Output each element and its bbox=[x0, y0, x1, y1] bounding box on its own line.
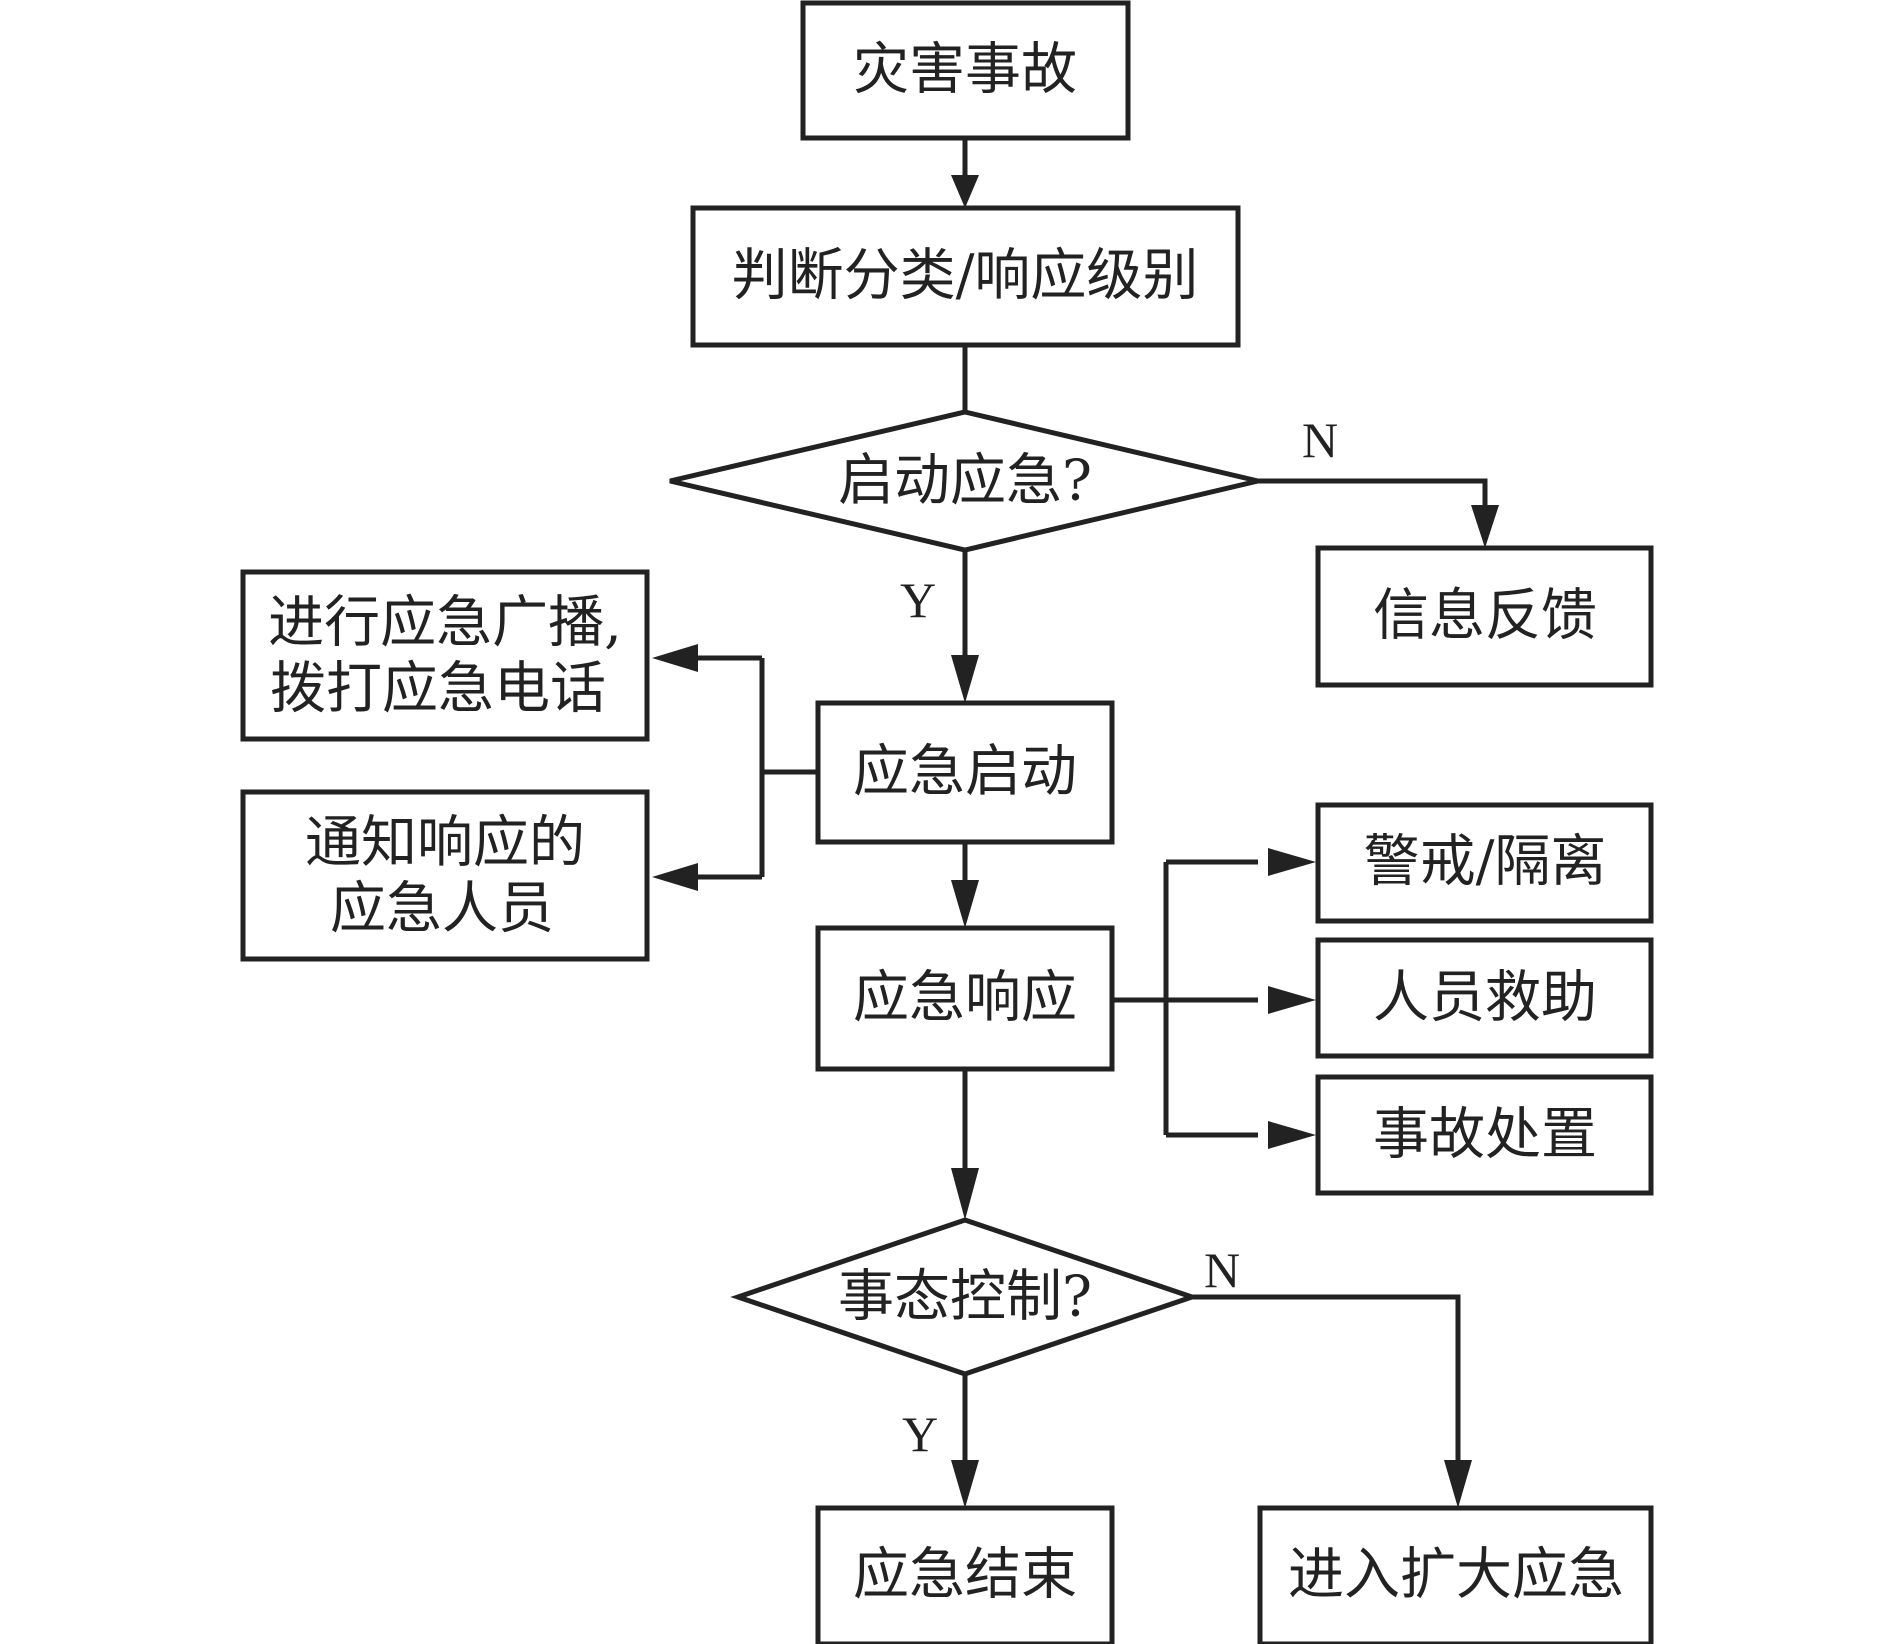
node-label: 警戒/隔离 bbox=[1364, 830, 1607, 895]
arrowhead-right bbox=[1268, 1121, 1316, 1149]
node-label-line1: 进行应急广播, bbox=[268, 591, 622, 656]
decision-label: 启动应急? bbox=[838, 449, 1092, 514]
arrowhead-right bbox=[1268, 848, 1316, 876]
arrowheads bbox=[652, 175, 1499, 1508]
node-classify-level: 判断分类/响应级别 bbox=[690, 205, 1241, 348]
arrowhead-left bbox=[652, 863, 698, 891]
node-cordon-isolation: 警戒/隔离 bbox=[1315, 802, 1654, 924]
arrowhead-down bbox=[951, 1460, 979, 1508]
node-label: 进入扩大应急 bbox=[1288, 1543, 1624, 1608]
node-label-line2: 应急人员 bbox=[330, 877, 554, 942]
branch-label-yes: Y bbox=[900, 572, 936, 628]
edge-control-no-to-expanded bbox=[1192, 1294, 1461, 1470]
node-broadcast-call: 进行应急广播, 拨打应急电话 bbox=[240, 569, 650, 742]
node-label: 信息反馈 bbox=[1373, 584, 1597, 649]
node-label: 事故处置 bbox=[1373, 1103, 1597, 1168]
node-label: 人员救助 bbox=[1373, 966, 1597, 1031]
decision-start-emergency: 启动应急? bbox=[669, 409, 1259, 553]
connectors bbox=[688, 138, 1488, 1470]
node-emergency-start: 应急启动 bbox=[815, 700, 1115, 845]
node-emergency-end: 应急结束 bbox=[815, 1505, 1115, 1644]
node-label-line2: 拨打应急电话 bbox=[270, 657, 606, 722]
arrowhead-down bbox=[951, 1168, 979, 1220]
decision-label: 事态控制? bbox=[838, 1265, 1092, 1330]
node-expanded-emergency: 进入扩大应急 bbox=[1257, 1505, 1654, 1644]
node-label: 灾害事故 bbox=[853, 38, 1077, 103]
edge-decision-no-to-feedback bbox=[1258, 478, 1488, 515]
decision-situation-control: 事态控制? bbox=[730, 1217, 1200, 1377]
node-accident-handling: 事故处置 bbox=[1315, 1074, 1654, 1196]
arrowhead-down bbox=[1471, 505, 1499, 548]
branch-label-yes: Y bbox=[902, 1406, 938, 1462]
node-notify-personnel: 通知响应的 应急人员 bbox=[240, 789, 650, 962]
branch-label-no: N bbox=[1302, 412, 1338, 468]
arrowhead-left bbox=[652, 644, 698, 672]
node-info-feedback: 信息反馈 bbox=[1315, 545, 1654, 688]
node-label: 应急响应 bbox=[853, 966, 1077, 1031]
arrowhead-down bbox=[951, 655, 979, 703]
node-label: 应急启动 bbox=[853, 740, 1077, 805]
branch-label-no: N bbox=[1204, 1242, 1240, 1298]
node-label-line1: 通知响应的 bbox=[305, 811, 585, 876]
node-personnel-rescue: 人员救助 bbox=[1315, 937, 1654, 1059]
node-label: 判断分类/响应级别 bbox=[732, 244, 1199, 309]
arrowhead-down bbox=[951, 175, 979, 208]
node-disaster-accident: 灾害事故 bbox=[800, 0, 1131, 141]
node-emergency-response: 应急响应 bbox=[815, 925, 1115, 1072]
arrowhead-down bbox=[951, 880, 979, 928]
arrowhead-right bbox=[1268, 986, 1316, 1014]
node-label: 应急结束 bbox=[853, 1543, 1077, 1608]
arrowhead-down bbox=[1444, 1460, 1472, 1508]
